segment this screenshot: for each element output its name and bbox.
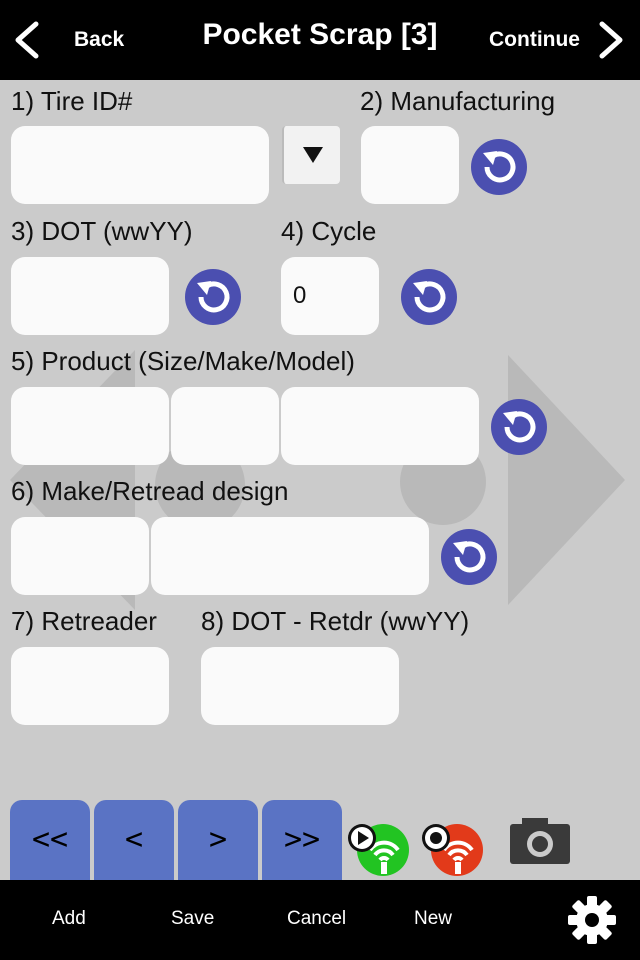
reset-icon[interactable] bbox=[399, 267, 459, 327]
manufacturing-input[interactable] bbox=[361, 126, 459, 204]
top-navigation-bar: Back Pocket Scrap [3] Continue bbox=[0, 0, 640, 80]
continue-button[interactable]: Continue bbox=[489, 28, 580, 51]
chevron-left-icon[interactable] bbox=[12, 18, 42, 62]
cycle-input[interactable] bbox=[281, 257, 379, 335]
reset-icon[interactable] bbox=[439, 527, 499, 587]
record-signal-icon[interactable] bbox=[420, 822, 486, 878]
reset-icon[interactable] bbox=[183, 267, 243, 327]
reset-icon[interactable] bbox=[469, 137, 529, 197]
retread-design-input[interactable] bbox=[151, 517, 429, 595]
product-model-input[interactable] bbox=[281, 387, 479, 465]
dot-label: 3) DOT (wwYY) bbox=[11, 216, 193, 246]
dropdown-arrow-icon bbox=[303, 147, 323, 163]
page-title: Pocket Scrap [3] bbox=[202, 18, 438, 51]
tire-id-dropdown-button[interactable] bbox=[282, 126, 340, 184]
bottom-toolbar: Add Save Cancel New bbox=[0, 880, 640, 960]
new-button[interactable]: New bbox=[414, 908, 453, 929]
first-record-button[interactable]: << bbox=[10, 800, 90, 880]
last-record-button[interactable]: >> bbox=[262, 800, 342, 880]
previous-record-button[interactable]: < bbox=[94, 800, 174, 880]
dot-retdr-input[interactable] bbox=[201, 647, 399, 725]
dot-input[interactable] bbox=[11, 257, 169, 335]
tire-id-input[interactable] bbox=[11, 126, 269, 204]
back-button[interactable]: Back bbox=[74, 28, 125, 51]
product-size-input[interactable] bbox=[11, 387, 169, 465]
manufacturing-label: 2) Manufacturing bbox=[360, 86, 556, 116]
reset-icon[interactable] bbox=[489, 397, 549, 457]
dot-retdr-label: 8) DOT - Retdr (wwYY) bbox=[201, 606, 470, 636]
product-label: 5) Product (Size/Make/Model) bbox=[11, 346, 355, 376]
gear-icon[interactable] bbox=[567, 895, 617, 945]
retreader-label: 7) Retreader bbox=[11, 606, 157, 636]
play-signal-icon[interactable] bbox=[346, 822, 412, 878]
tire-id-label: 1) Tire ID# bbox=[11, 86, 133, 116]
save-button[interactable]: Save bbox=[171, 908, 215, 929]
next-record-button[interactable]: > bbox=[178, 800, 258, 880]
cancel-button[interactable]: Cancel bbox=[287, 908, 347, 929]
retread-make-input[interactable] bbox=[11, 517, 149, 595]
make-retread-label: 6) Make/Retread design bbox=[11, 476, 289, 506]
product-make-input[interactable] bbox=[171, 387, 279, 465]
cycle-label: 4) Cycle bbox=[281, 216, 377, 246]
chevron-right-icon[interactable] bbox=[596, 18, 626, 62]
camera-icon[interactable] bbox=[508, 816, 572, 866]
add-button[interactable]: Add bbox=[52, 908, 86, 929]
retreader-input[interactable] bbox=[11, 647, 169, 725]
